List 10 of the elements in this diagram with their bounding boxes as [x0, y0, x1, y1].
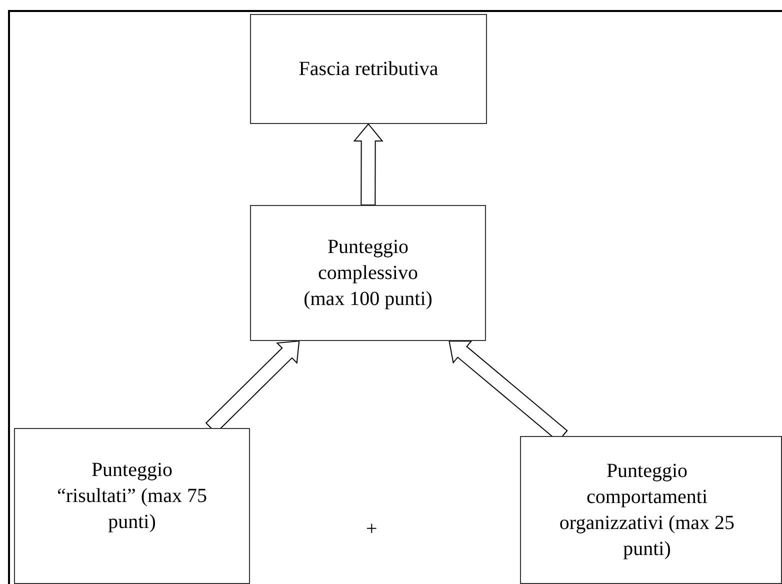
box-text: Punteggio “risultati” (max 75 punti)	[57, 458, 207, 535]
text-box	[250, 205, 486, 341]
text-box	[14, 428, 250, 584]
text-box	[250, 14, 487, 124]
block-arrow	[353, 123, 384, 206]
box-text: Punteggio complessivo (max 100 punti)	[302, 235, 434, 312]
box-text: Punteggio comportamenti organizzativi (max 25 punti)	[558, 459, 736, 562]
text-box	[520, 436, 782, 584]
box-text: Fascia retributiva	[298, 57, 438, 82]
plus-sign: +	[366, 518, 378, 541]
